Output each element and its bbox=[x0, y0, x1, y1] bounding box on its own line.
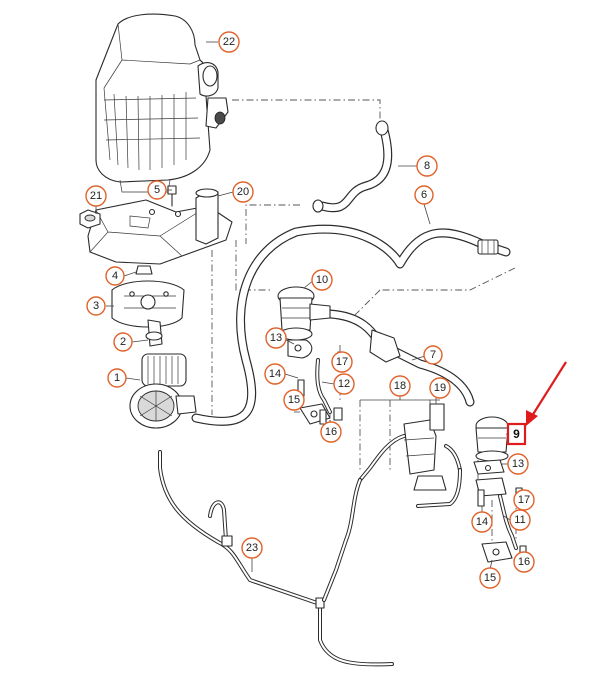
mounting-bracket bbox=[79, 185, 233, 265]
callout-23-label: 23 bbox=[246, 542, 258, 554]
callout-17-left-label: 17 bbox=[336, 356, 348, 368]
hoses bbox=[191, 120, 511, 426]
long-pipe bbox=[158, 450, 462, 667]
callout-16-right[interactable]: 16 bbox=[513, 551, 535, 573]
callout-6[interactable]: 6 bbox=[414, 185, 434, 205]
callout-19-label: 19 bbox=[434, 382, 446, 394]
callout-17-left[interactable]: 17 bbox=[331, 351, 353, 373]
callout-13-left[interactable]: 13 bbox=[265, 327, 287, 349]
highlight-arrow bbox=[526, 361, 567, 426]
callout-4[interactable]: 4 bbox=[105, 266, 125, 286]
highlight-part-9-label: 9 bbox=[513, 427, 520, 441]
callout-14-left[interactable]: 14 bbox=[264, 363, 286, 385]
callout-2-label: 2 bbox=[120, 336, 126, 348]
callout-11[interactable]: 11 bbox=[509, 509, 531, 531]
callout-12-label: 12 bbox=[338, 378, 350, 390]
air-filter-housing bbox=[95, 13, 229, 193]
callout-18-label: 18 bbox=[394, 380, 406, 392]
callout-21-label: 21 bbox=[90, 190, 102, 202]
callout-16-right-label: 16 bbox=[518, 556, 530, 568]
secondary-air-pump bbox=[129, 353, 197, 429]
pump-mount bbox=[111, 265, 185, 347]
right-pipe-group bbox=[477, 487, 527, 563]
callout-4-label: 4 bbox=[112, 270, 118, 282]
callout-15-left[interactable]: 15 bbox=[283, 389, 305, 411]
solenoid-valve bbox=[358, 403, 462, 491]
callout-5[interactable]: 5 bbox=[147, 180, 167, 200]
callout-14-left-label: 14 bbox=[269, 368, 281, 380]
callout-13-right[interactable]: 13 bbox=[507, 453, 529, 475]
callout-21[interactable]: 21 bbox=[85, 185, 107, 207]
callout-14-right[interactable]: 14 bbox=[471, 511, 493, 533]
combi-valve-right bbox=[473, 416, 509, 497]
callout-12[interactable]: 12 bbox=[333, 373, 355, 395]
callout-1-label: 1 bbox=[114, 372, 120, 384]
callout-14-right-label: 14 bbox=[476, 516, 488, 528]
pipe-end-connector bbox=[477, 239, 499, 255]
callout-15-right[interactable]: 15 bbox=[479, 567, 501, 589]
callout-10[interactable]: 10 bbox=[311, 269, 333, 291]
callout-7[interactable]: 7 bbox=[423, 345, 443, 365]
callout-1[interactable]: 1 bbox=[107, 368, 127, 388]
callout-22[interactable]: 22 bbox=[218, 31, 240, 53]
callout-23[interactable]: 23 bbox=[241, 537, 263, 559]
callout-22-label: 22 bbox=[223, 36, 235, 48]
combi-valve-left bbox=[277, 286, 331, 359]
callout-20[interactable]: 20 bbox=[232, 181, 254, 203]
callout-6-label: 6 bbox=[421, 189, 427, 201]
callout-15-right-label: 15 bbox=[484, 572, 496, 584]
callout-17-right-label: 17 bbox=[518, 494, 530, 506]
callout-16-left[interactable]: 16 bbox=[320, 421, 342, 443]
callout-7-label: 7 bbox=[430, 349, 436, 361]
callout-3-label: 3 bbox=[93, 300, 99, 312]
callout-13-left-label: 13 bbox=[270, 332, 282, 344]
callout-20-label: 20 bbox=[237, 186, 249, 198]
callout-3[interactable]: 3 bbox=[86, 296, 106, 316]
callout-13-right-label: 13 bbox=[512, 458, 524, 470]
callout-18[interactable]: 18 bbox=[389, 375, 411, 397]
callout-11-label: 11 bbox=[514, 514, 525, 526]
callout-15-left-label: 15 bbox=[288, 394, 300, 406]
callout-8-label: 8 bbox=[424, 160, 430, 172]
callout-5-label: 5 bbox=[154, 184, 160, 196]
callout-16-left-label: 16 bbox=[325, 426, 337, 438]
callout-19[interactable]: 19 bbox=[429, 377, 451, 399]
callout-17-right[interactable]: 17 bbox=[513, 489, 535, 511]
callout-8[interactable]: 8 bbox=[416, 155, 438, 177]
highlight-part-9[interactable]: 9 bbox=[506, 422, 527, 446]
callout-2[interactable]: 2 bbox=[113, 332, 133, 352]
callout-10-label: 10 bbox=[316, 274, 328, 286]
